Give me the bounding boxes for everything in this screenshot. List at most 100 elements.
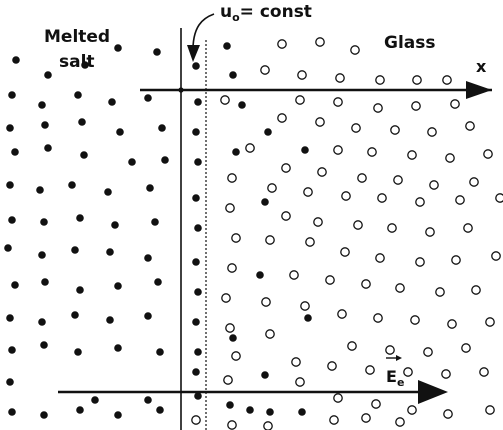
filled-ion-dot (38, 251, 46, 259)
filled-ion-dot (41, 121, 49, 129)
filled-ion-dot (6, 124, 14, 132)
open-ion-circle (333, 145, 343, 155)
filled-ion-dot (71, 246, 79, 254)
filled-ion-dot (40, 411, 48, 419)
open-ion-circle (373, 313, 383, 323)
open-ion-circle (479, 367, 489, 377)
open-ion-circle (485, 405, 495, 415)
open-ion-circle (361, 413, 371, 423)
open-ion-circle (220, 95, 230, 105)
filled-ion-dot (74, 91, 82, 99)
filled-ion-dot (106, 316, 114, 324)
filled-ion-dot (44, 144, 52, 152)
open-ion-circle (371, 399, 381, 409)
u0-pointer-arrowhead (187, 45, 200, 62)
filled-ion-dot (226, 401, 234, 409)
open-ion-circle (415, 257, 425, 267)
filled-ion-dot (238, 101, 246, 109)
field-label: Ee (386, 367, 404, 389)
filled-ion-dot (298, 408, 306, 416)
open-ion-circle (395, 417, 405, 427)
filled-ion-dot (114, 344, 122, 352)
x-axis-arrowhead (466, 81, 492, 99)
open-ion-circle (281, 163, 291, 173)
filled-ion-dot (192, 368, 200, 376)
filled-ion-dot (8, 346, 16, 354)
filled-ion-dot (161, 156, 169, 164)
open-ion-circle (351, 123, 361, 133)
open-ion-circle (305, 237, 315, 247)
filled-ion-dot (229, 334, 237, 342)
filled-ion-dot (194, 98, 202, 106)
u0-symbol: u (220, 2, 232, 22)
open-ion-circle (281, 211, 291, 221)
open-ion-circle (225, 203, 235, 213)
open-ion-circle (265, 235, 275, 245)
axis-origin-point (178, 87, 184, 93)
open-ion-circle (365, 365, 375, 375)
filled-ion-dot (156, 406, 164, 414)
filled-ion-dot (6, 378, 14, 386)
open-ion-circle (223, 375, 233, 385)
open-ion-circle (277, 39, 287, 49)
u0-subscript: o (232, 11, 240, 24)
open-ion-circle (463, 223, 473, 233)
filled-ion-dot (144, 254, 152, 262)
open-ion-circle (367, 147, 377, 157)
open-ion-circle (227, 263, 237, 273)
open-ion-circle (447, 319, 457, 329)
filled-ion-dot (36, 186, 44, 194)
open-ion-circle (231, 351, 241, 361)
open-ion-circle (337, 309, 347, 319)
open-ion-circle (393, 175, 403, 185)
open-ion-circle (353, 220, 363, 230)
open-ion-circle (410, 315, 420, 325)
open-ion-circle (313, 217, 323, 227)
melted-salt-ions (4, 42, 312, 419)
open-ion-circle (317, 167, 327, 177)
open-ion-circle (407, 405, 417, 415)
filled-ion-dot (261, 198, 269, 206)
filled-ion-dot (194, 392, 202, 400)
filled-ion-dot (192, 194, 200, 202)
field-symbol: E (386, 367, 397, 386)
filled-ion-dot (38, 101, 46, 109)
filled-ion-dot (158, 124, 166, 132)
open-ion-circle (415, 197, 425, 207)
filled-ion-dot (192, 318, 200, 326)
filled-ion-dot (38, 318, 46, 326)
filled-ion-dot (41, 278, 49, 286)
filled-ion-dot (194, 348, 202, 356)
open-ion-circle (485, 317, 495, 327)
open-ion-circle (227, 420, 237, 430)
open-ion-circle (260, 65, 270, 75)
open-ion-circle (450, 99, 460, 109)
open-ion-circle (265, 329, 275, 339)
filled-ion-dot (40, 341, 48, 349)
filled-ion-dot (192, 128, 200, 136)
open-ion-circle (303, 187, 313, 197)
open-ion-circle (375, 75, 385, 85)
filled-ion-dot (261, 371, 269, 379)
open-ion-circle (357, 173, 367, 183)
open-ion-circle (289, 270, 299, 280)
filled-ion-dot (44, 71, 52, 79)
open-ion-circle (263, 421, 273, 430)
open-ion-circle (297, 70, 307, 80)
filled-ion-dot (78, 118, 86, 126)
open-ion-circle (465, 121, 475, 131)
filled-ion-dot (144, 94, 152, 102)
filled-ion-dot (144, 396, 152, 404)
open-ion-circle (295, 95, 305, 105)
open-ion-circle (327, 361, 337, 371)
open-ion-circle (295, 377, 305, 387)
filled-ion-dot (256, 271, 264, 279)
glass-label: Glass (384, 33, 436, 53)
filled-ion-dot (76, 214, 84, 222)
filled-ion-dot (304, 314, 312, 322)
filled-ion-dot (108, 98, 116, 106)
filled-ion-dot (116, 128, 124, 136)
open-ion-circle (412, 75, 422, 85)
filled-ion-dot (76, 406, 84, 414)
